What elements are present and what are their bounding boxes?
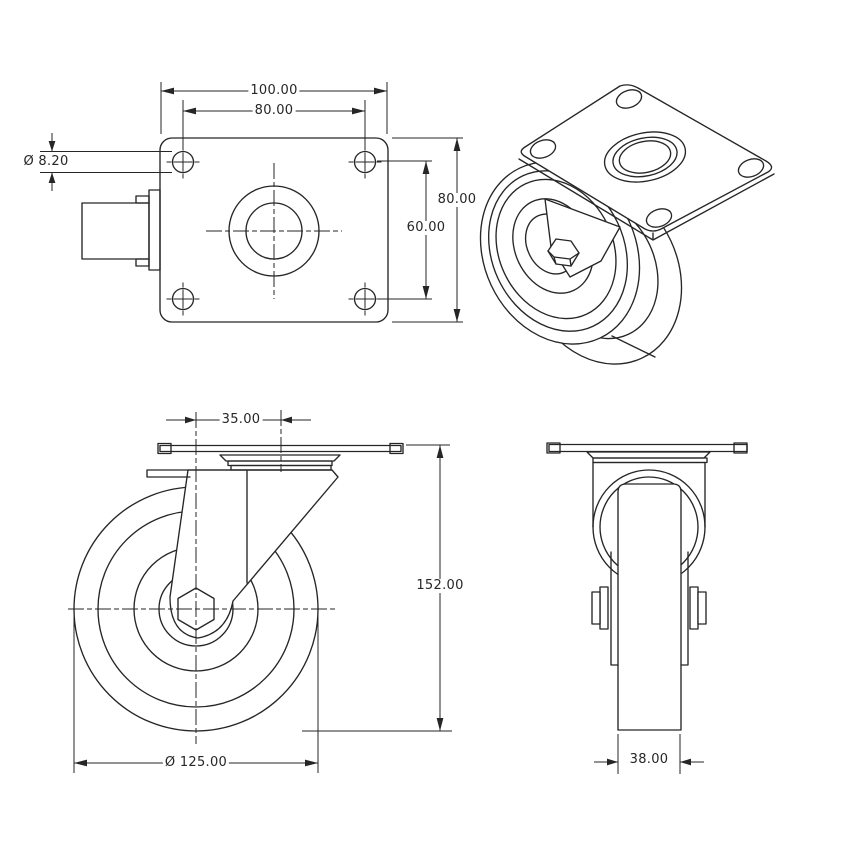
top-plate	[548, 443, 748, 453]
dim-overall-height-label: 152.00	[414, 578, 466, 593]
dim-wheel-width-label: 38.00	[627, 752, 671, 767]
dim-plate-depth-label: 80.00	[435, 192, 479, 207]
plate-end-cap	[733, 442, 748, 454]
front-view	[546, 442, 748, 774]
wheel-tread	[617, 483, 682, 731]
bolt-hole	[737, 158, 765, 178]
tire-ring	[487, 170, 629, 332]
axle-washer	[689, 586, 699, 630]
hex-bolt-facets	[547, 250, 580, 267]
swivel-ring-mid	[612, 136, 678, 178]
swivel-ring-outer	[603, 131, 687, 183]
tread-silhouette	[611, 335, 656, 358]
top-view-plate	[40, 82, 463, 323]
wheel-profile	[81, 202, 150, 260]
dim-bolt-spacing-width-label: 80.00	[252, 103, 296, 118]
axle-washer	[599, 586, 609, 630]
bolt-hole	[171, 150, 195, 174]
plate-end-cap	[157, 442, 172, 455]
plate-end-cap	[389, 442, 404, 455]
bracket-tab-top	[135, 195, 150, 204]
plate-thickness-edge	[518, 158, 775, 241]
bolt-hole	[171, 287, 195, 311]
dimension-arrows	[607, 758, 691, 766]
bolt-hole	[353, 150, 377, 174]
swivel-ring-bore	[618, 140, 672, 174]
swivel-flange	[219, 454, 341, 462]
dimension-lines	[594, 734, 704, 774]
swivel-flange	[586, 451, 711, 459]
dim-swivel-offset-label: 35.00	[219, 412, 263, 427]
fork	[169, 469, 339, 639]
dim-plate-width-label: 100.00	[248, 83, 300, 98]
side-view	[68, 410, 452, 773]
dim-hole-diameter-label: Ø 8.20	[21, 154, 71, 169]
bolt-hole	[645, 208, 673, 228]
bracket-tab-bottom	[135, 258, 150, 267]
axle-nut	[591, 591, 601, 625]
dimension-lines	[40, 82, 463, 323]
dim-wheel-diameter-label: Ø 125.00	[162, 755, 230, 770]
bolt-hole	[353, 287, 377, 311]
dim-bolt-spacing-depth-label: 60.00	[404, 220, 448, 235]
center-crosshair	[206, 163, 342, 299]
fork-legs	[610, 551, 689, 666]
bracket-plate	[148, 189, 161, 271]
bolt-hole	[615, 89, 643, 109]
bolt-hole	[529, 139, 557, 159]
axle-nut	[697, 591, 707, 625]
isometric-view	[479, 84, 775, 365]
plate-top-face	[520, 84, 773, 232]
swivel-ring	[592, 457, 708, 464]
dimension-arrows	[48, 87, 461, 322]
dimension-arrows	[74, 416, 444, 767]
plate-end-cap	[546, 442, 561, 454]
hole-crosshairs	[166, 145, 382, 316]
